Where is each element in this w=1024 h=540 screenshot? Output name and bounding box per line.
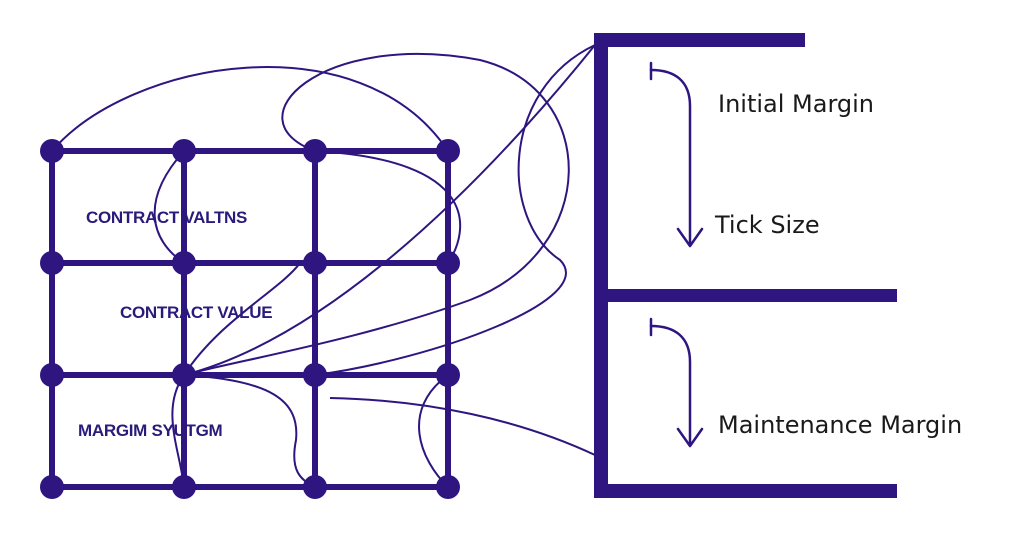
connector-curve — [183, 374, 316, 488]
connector-curve — [171, 374, 185, 488]
tick-size-label: Tick Size — [714, 211, 820, 239]
grid-nodes — [40, 139, 460, 499]
connector-curve — [51, 66, 449, 152]
curved-down-arrow-icon — [649, 61, 704, 248]
grid-node — [303, 363, 327, 387]
connector-curve — [153, 150, 185, 264]
connector-curve — [329, 397, 596, 456]
grid-label-top: CONTRACT VALTNS — [86, 208, 247, 227]
connector-curve — [314, 44, 596, 376]
bracket-top-bar — [594, 33, 805, 47]
bracket-middle-bar — [594, 289, 897, 302]
connector-curve — [183, 262, 301, 376]
grid-node — [436, 475, 460, 499]
connector-curve — [418, 374, 449, 488]
grid-node — [436, 251, 460, 275]
grid-node — [436, 363, 460, 387]
connector-curves — [51, 44, 596, 488]
connector-curve — [183, 52, 570, 376]
grid-node — [436, 139, 460, 163]
bracket-bottom-bar — [594, 484, 897, 498]
grid-node — [40, 363, 64, 387]
grid-node — [172, 251, 196, 275]
connector-curve — [183, 44, 596, 376]
connector-curve — [314, 150, 462, 264]
grid-label-bottom: MARGIM SYUTGM — [78, 421, 223, 440]
grid-node — [303, 251, 327, 275]
curved-down-arrow-icon — [649, 317, 704, 448]
bracket-spine — [594, 33, 608, 498]
grid-node — [303, 139, 327, 163]
grid-node — [172, 363, 196, 387]
margin-bracket — [594, 33, 897, 498]
grid-node — [303, 475, 327, 499]
grid-lines — [49, 148, 451, 490]
grid-node — [40, 475, 64, 499]
grid-node — [172, 139, 196, 163]
grid-label-middle: CONTRACT VALUE — [120, 303, 272, 322]
grid-node — [40, 251, 64, 275]
maintenance-margin-label: Maintenance Margin — [718, 411, 962, 439]
grid-node — [172, 475, 196, 499]
initial-margin-label: Initial Margin — [718, 90, 874, 118]
grid-node — [40, 139, 64, 163]
